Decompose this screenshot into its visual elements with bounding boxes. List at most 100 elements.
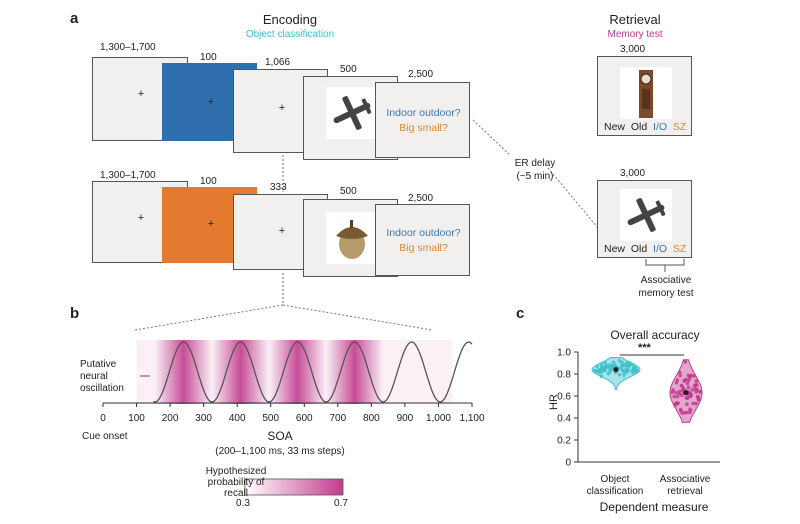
data-point xyxy=(678,373,682,378)
data-point xyxy=(683,360,688,364)
data-point xyxy=(674,390,678,395)
data-point xyxy=(681,387,686,391)
data-point xyxy=(692,374,696,378)
question-screen-2: Indoor outdoor? Big small? xyxy=(375,204,470,276)
x-tick-label: 600 xyxy=(296,413,313,424)
data-point xyxy=(603,361,607,365)
data-point xyxy=(631,369,635,373)
data-point xyxy=(676,401,680,406)
assoc-bracket xyxy=(645,259,685,272)
data-point xyxy=(622,363,627,368)
data-point xyxy=(613,363,617,367)
data-point xyxy=(696,397,701,401)
resp-sz: SZ xyxy=(672,243,687,255)
data-point xyxy=(670,390,675,395)
data-point xyxy=(599,374,604,379)
data-point xyxy=(610,367,615,371)
data-point xyxy=(686,385,691,390)
panel-b-letter: b xyxy=(70,305,80,322)
encoding-subtitle: Object classification xyxy=(245,29,335,40)
significance-stars: *** xyxy=(638,342,651,354)
fixation-cross: + xyxy=(207,96,215,108)
x-tick-label: 1,100 xyxy=(459,413,484,424)
x-tick-label: 100 xyxy=(128,413,145,424)
fixation-cross: + xyxy=(137,88,145,100)
retrieval-subtitle: Memory test xyxy=(607,29,663,40)
retrieval-title: Retrieval xyxy=(609,12,661,27)
data-point xyxy=(627,361,632,365)
question-screen-1: Indoor outdoor? Big small? xyxy=(375,82,470,158)
data-point xyxy=(634,366,638,371)
data-point xyxy=(620,360,624,364)
data-point xyxy=(600,369,604,374)
y-tick-label: 1.0 xyxy=(557,348,571,359)
data-point xyxy=(685,402,689,407)
resp-old: Old xyxy=(630,121,648,133)
panel-a-letter: a xyxy=(70,10,79,27)
median-marker xyxy=(683,390,689,396)
data-point xyxy=(606,371,611,376)
data-point xyxy=(685,381,690,386)
data-point xyxy=(687,374,692,378)
question-big-small: Big small? xyxy=(399,122,448,134)
y-tick-label: 0 xyxy=(565,458,571,469)
data-point xyxy=(595,364,599,369)
recall-peak-band-1 xyxy=(154,340,213,404)
assoc-memory-label: Associative memory test xyxy=(638,275,694,299)
data-point xyxy=(694,379,699,383)
data-point xyxy=(687,410,692,415)
x-tick-label: 200 xyxy=(162,413,179,424)
er-delay-label: ER delay (~5 min) xyxy=(514,158,556,182)
row1-duration-1: 1,300–1,700 xyxy=(100,42,156,53)
row1-duration-2: 100 xyxy=(200,52,217,63)
x-tick-label: 700 xyxy=(329,413,346,424)
encoding-title: Encoding xyxy=(262,12,318,27)
data-point xyxy=(682,378,687,383)
data-point xyxy=(622,373,626,378)
fixation-cross: + xyxy=(278,102,286,114)
data-point xyxy=(686,378,691,383)
resp-new: New xyxy=(604,243,626,255)
row1-duration-3: 1,066 xyxy=(265,57,291,68)
data-point xyxy=(684,396,688,400)
data-point xyxy=(599,363,604,367)
colorbar-title: Hypothesized probability of recall xyxy=(205,466,267,499)
soa-label: SOA xyxy=(267,429,293,443)
oscillation-wave xyxy=(153,341,473,403)
retrieval-duration-2: 3,000 xyxy=(620,168,646,179)
question-big-small: Big small? xyxy=(399,242,448,254)
row2-duration-2: 100 xyxy=(200,176,217,187)
row2-duration-1: 1,300–1,700 xyxy=(100,170,156,181)
chart-c-title: Overall accuracy xyxy=(610,328,700,342)
data-point xyxy=(623,369,627,374)
data-point xyxy=(678,407,683,412)
row2-duration-3: 333 xyxy=(270,182,287,193)
data-point xyxy=(608,363,612,367)
data-point xyxy=(674,380,679,385)
resp-io: I/O xyxy=(653,121,668,133)
fixation-cross: + xyxy=(137,212,145,224)
row1-duration-4: 500 xyxy=(340,64,357,75)
data-point xyxy=(634,370,638,374)
data-point xyxy=(688,391,693,396)
retrieval-screen-1: New Old I/O SZ xyxy=(597,56,692,136)
row1-duration-5: 2,500 xyxy=(408,69,434,80)
data-point xyxy=(694,401,698,406)
resp-new: New xyxy=(604,121,626,133)
chart-c-xlabel: Dependent measure xyxy=(599,500,709,514)
data-point xyxy=(605,363,609,368)
y-tick-label: 0.4 xyxy=(557,414,571,425)
x-tick-label: 300 xyxy=(195,413,212,424)
question-indoor-outdoor: Indoor outdoor? xyxy=(386,227,461,239)
recall-peak-band-3 xyxy=(269,340,327,404)
x-tick-label: 800 xyxy=(363,413,380,424)
retrieval-duration-1: 3,000 xyxy=(620,44,646,55)
colorbar-max: 0.7 xyxy=(334,498,348,509)
x-tick-label: 1,000 xyxy=(426,413,451,424)
resp-old: Old xyxy=(630,243,648,255)
category-associative-retrieval: Associative retrieval xyxy=(659,474,711,497)
cue-onset-label: Cue onset xyxy=(82,431,128,442)
data-point xyxy=(678,370,682,375)
x-tick-label: 900 xyxy=(397,413,414,424)
